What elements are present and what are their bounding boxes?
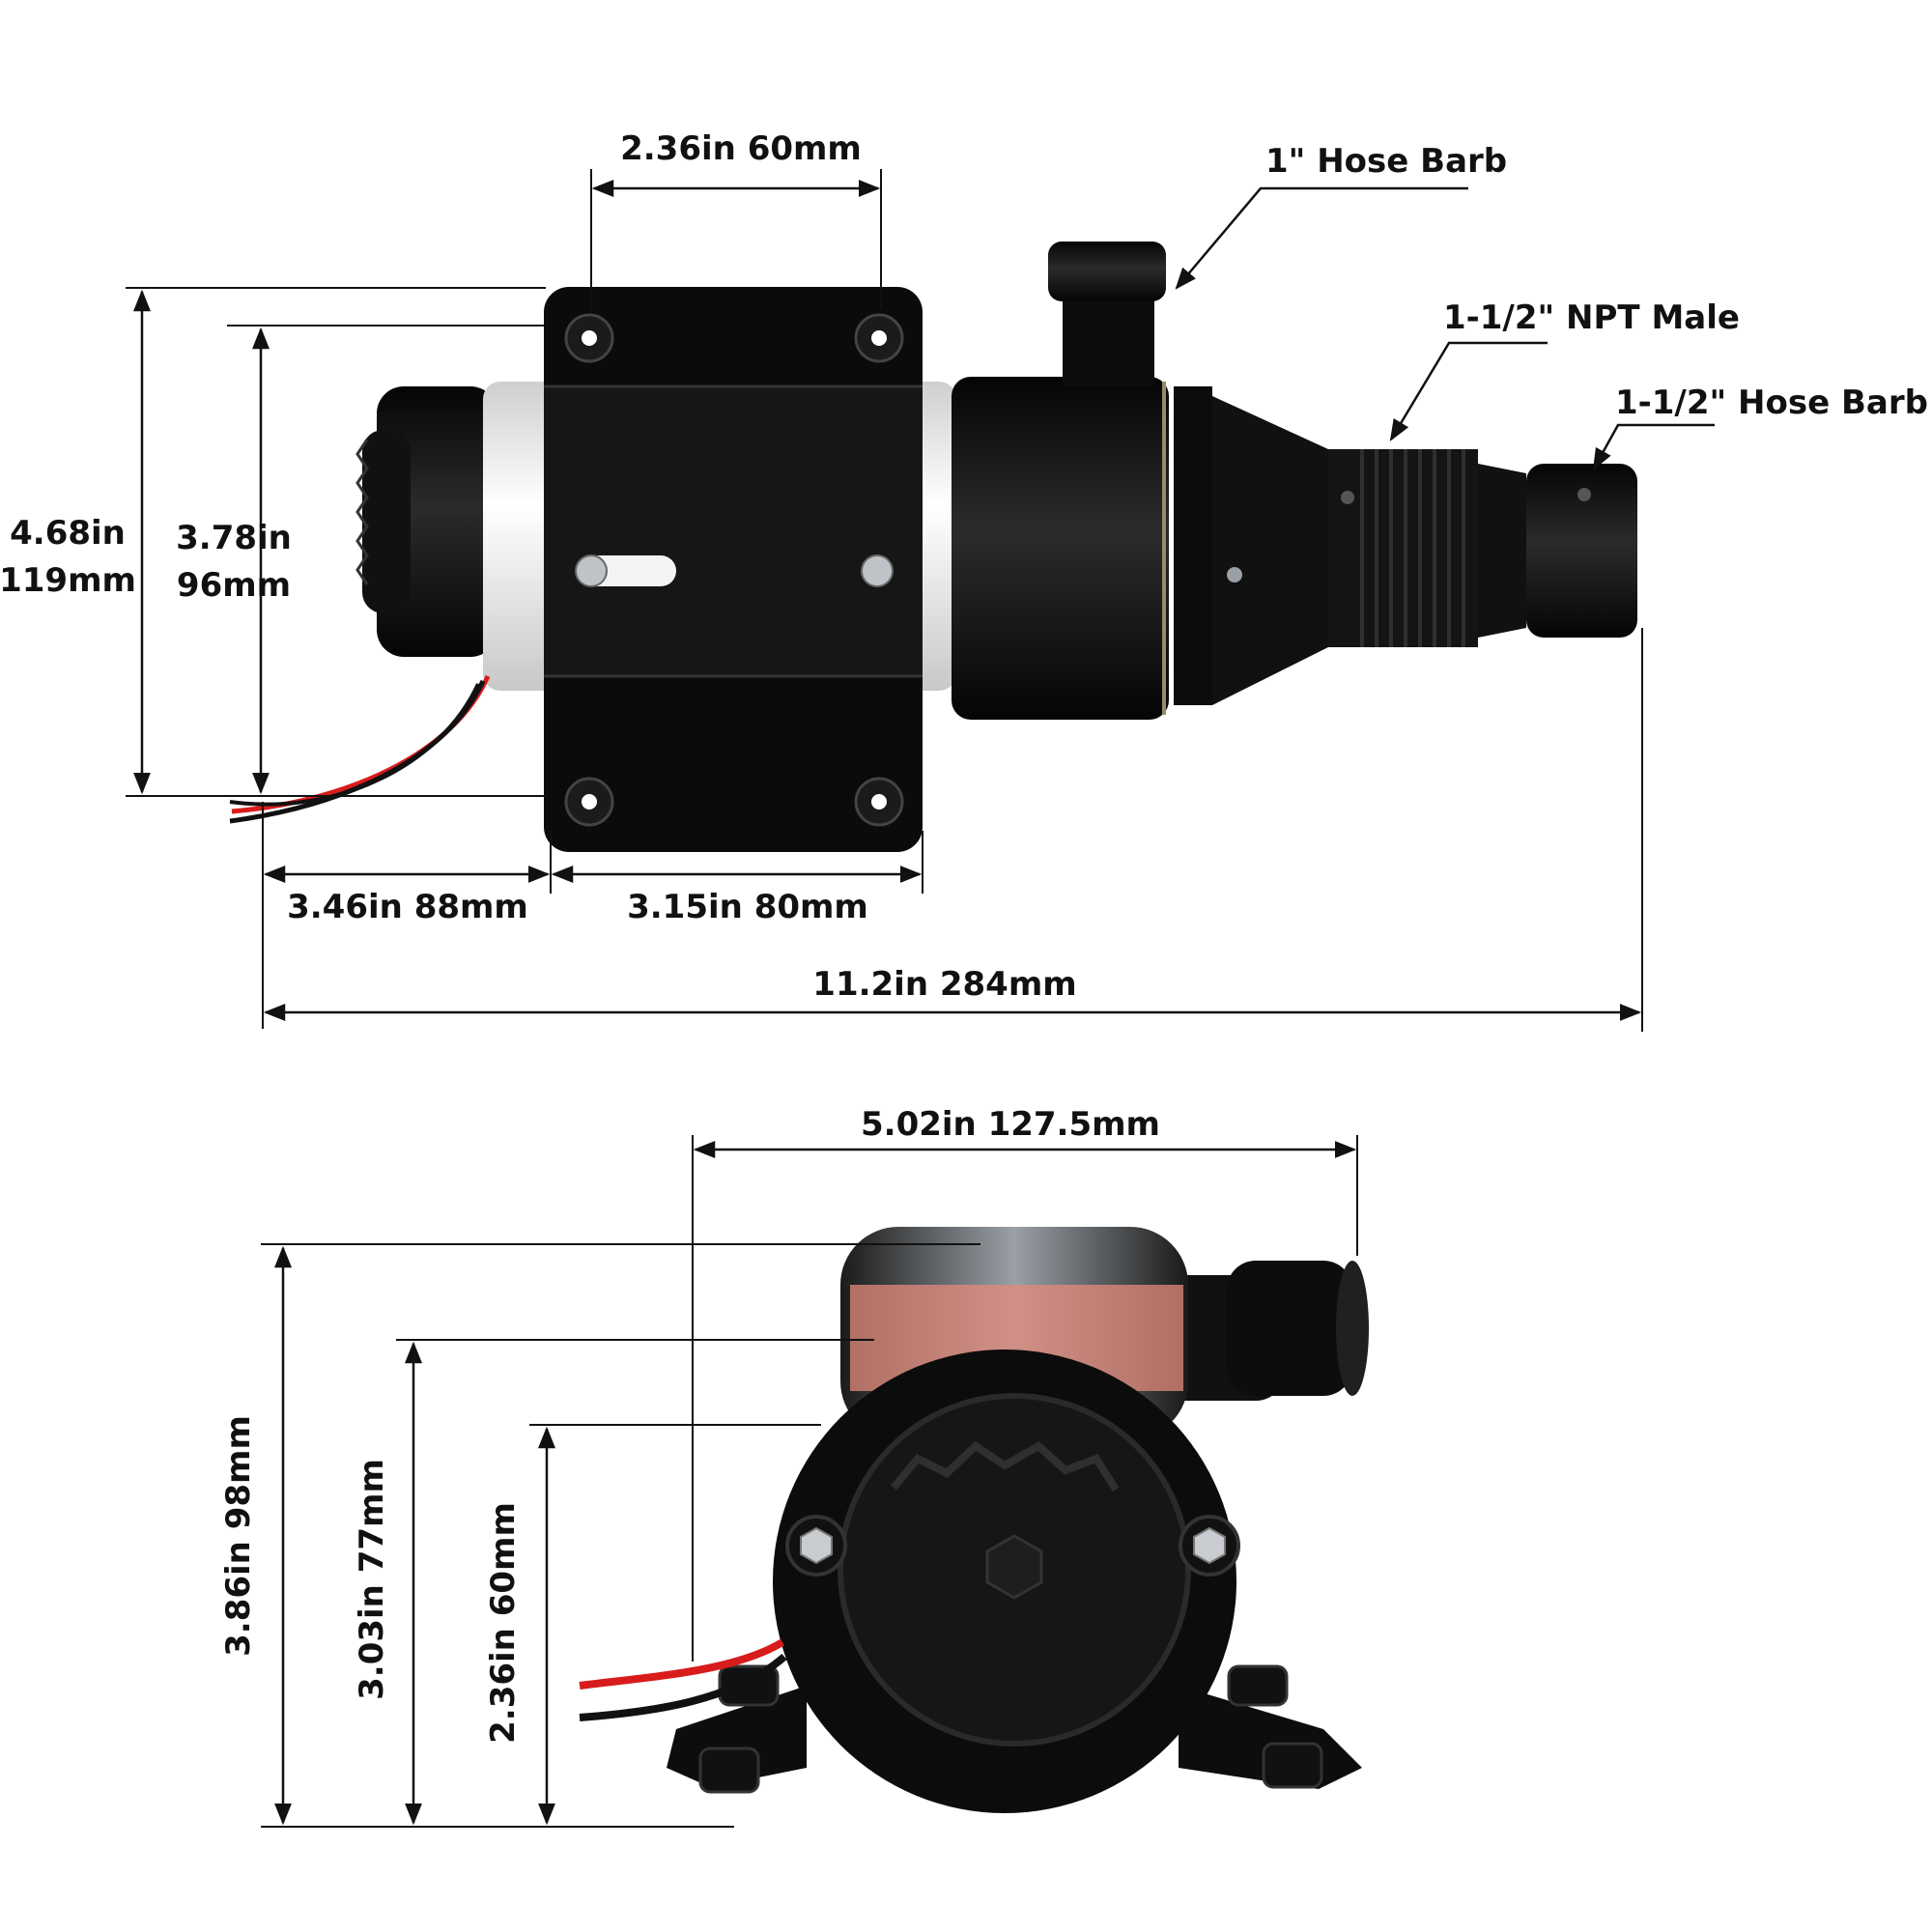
side-view-dimensions	[126, 169, 1715, 1032]
overall-length-label: 11.2in 284mm	[812, 965, 1076, 1004]
side-view-labels: 2.36in 60mm 4.68in 119mm 3.78in 96mm 3.4…	[0, 129, 1928, 1004]
bracket-length-label: 3.15in 80mm	[627, 888, 868, 926]
end-view-labels: 5.02in 127.5mm 3.86in 98mm 3.03in 77mm 2…	[219, 1105, 1160, 1744]
mounting-bracket	[544, 287, 923, 852]
end-view	[579, 1227, 1369, 1813]
end-height-total-label: 3.86in 98mm	[219, 1415, 258, 1657]
end-width-label: 5.02in 127.5mm	[861, 1105, 1160, 1144]
inner-height-inches-label: 3.78in	[176, 519, 292, 557]
mounting-feet	[667, 1664, 1362, 1794]
hose-barb-small-callout: 1" Hose Barb	[1265, 142, 1507, 181]
end-height-inner-label: 2.36in 60mm	[484, 1502, 523, 1744]
side-view	[229, 242, 1637, 852]
npt-thread-section	[1328, 449, 1478, 647]
motor-end-cap	[355, 386, 497, 657]
inlet-hose-barb-large	[1478, 464, 1637, 638]
motor-length-label: 3.46in 88mm	[287, 888, 528, 926]
overall-height-mm-label: 119mm	[0, 561, 136, 600]
overall-height-inches-label: 4.68in	[10, 514, 126, 553]
npt-male-callout: 1-1/2" NPT Male	[1443, 298, 1740, 337]
end-view-dimensions	[261, 1135, 1358, 1828]
power-wires	[229, 674, 491, 824]
hose-barb-large-callout: 1-1/2" Hose Barb	[1615, 384, 1928, 422]
end-view-wires	[579, 1638, 787, 1721]
top-width-label: 2.36in 60mm	[620, 129, 862, 168]
outlet-hose-barb-small	[1048, 242, 1166, 386]
end-height-mid-label: 3.03in 77mm	[353, 1459, 391, 1700]
macerator-head	[952, 377, 1328, 720]
inner-height-mm-label: 96mm	[177, 566, 291, 605]
